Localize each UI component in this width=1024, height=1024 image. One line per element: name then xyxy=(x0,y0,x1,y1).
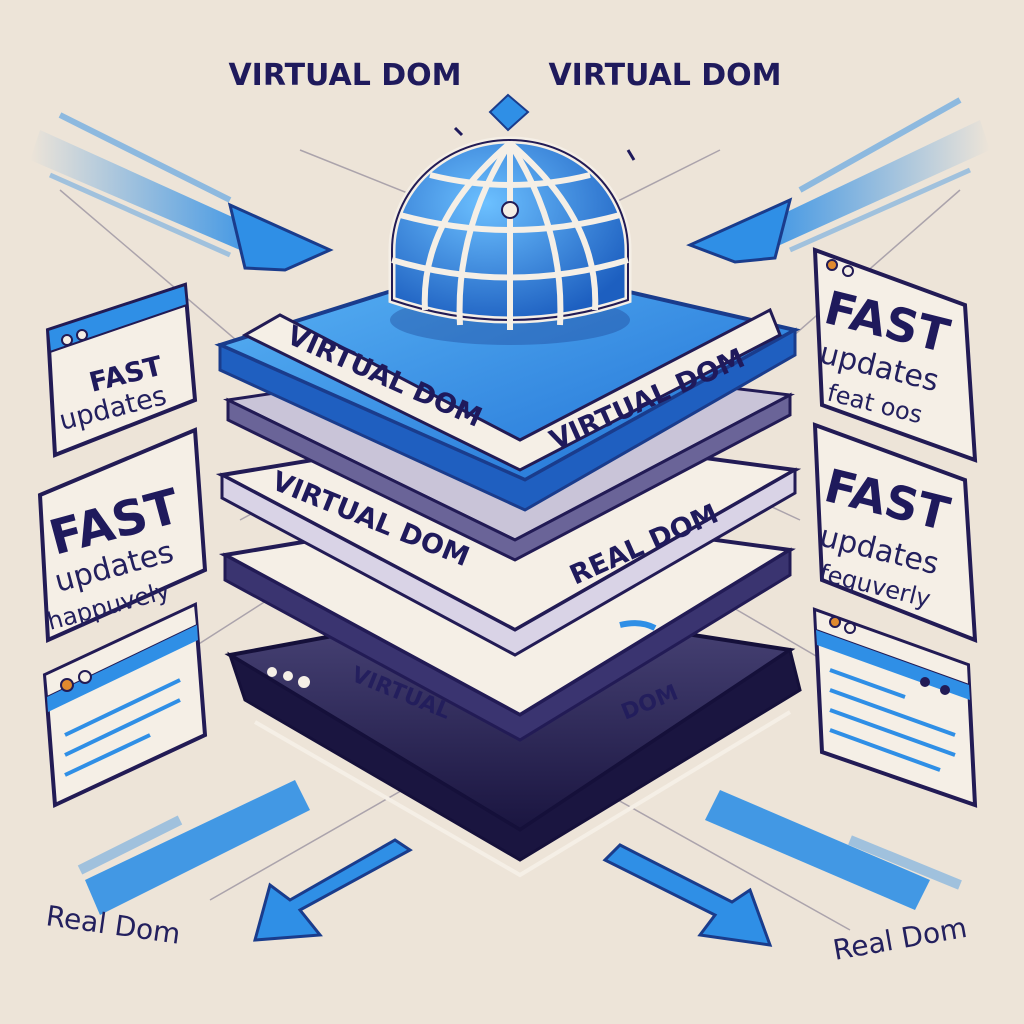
right-card-3-window xyxy=(812,607,978,808)
footer-caption-right: Real Dom xyxy=(830,911,969,967)
window-dot-icon xyxy=(826,259,838,271)
window-dot-icon xyxy=(60,678,74,692)
window-dot-icon xyxy=(842,265,854,277)
window-dot-icon xyxy=(76,329,88,341)
window-dot-icon xyxy=(920,677,930,687)
globe-icon xyxy=(388,136,632,345)
window-dot-icon xyxy=(78,670,92,684)
right-card-2: FAST updates fequverly xyxy=(812,422,978,644)
dom-layer-stack: VIRTUAL DOM VIRTUAL DOM REAL DOM VIRTUAL… xyxy=(214,257,802,878)
window-dot-icon xyxy=(829,616,841,628)
header-title-right: VIRTUAL DOM xyxy=(548,58,781,93)
diamond-marker-icon xyxy=(488,93,530,132)
window-dot-icon xyxy=(298,676,310,688)
window-dot-icon xyxy=(940,685,950,695)
arrow-bottom-left-icon xyxy=(77,780,413,942)
right-card-1: FAST updates feat oos xyxy=(812,247,978,463)
spark-icon xyxy=(626,149,636,161)
left-card-3-window xyxy=(42,601,208,809)
arrow-top-right-icon xyxy=(686,97,990,264)
spark-icon xyxy=(453,126,464,137)
arrow-top-left-icon xyxy=(30,112,334,272)
arrow-bottom-right-icon xyxy=(602,790,962,947)
window-dot-icon xyxy=(283,671,293,681)
window-dot-icon xyxy=(267,667,277,677)
header-title-left: VIRTUAL DOM xyxy=(228,58,461,93)
left-card-2: FAST updates happuvely xyxy=(37,427,208,644)
window-dot-icon xyxy=(844,622,856,634)
window-dot-icon xyxy=(61,334,73,346)
left-card-1: FAST updates xyxy=(45,282,198,458)
